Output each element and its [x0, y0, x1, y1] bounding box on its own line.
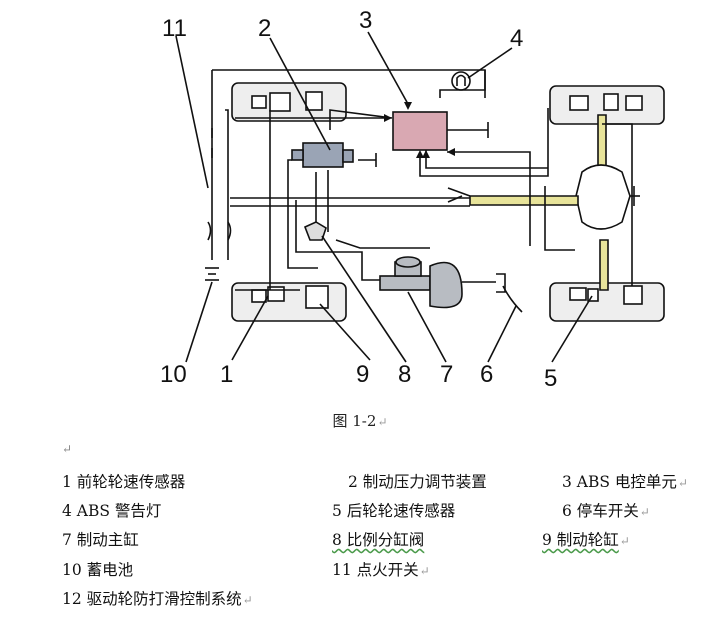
proportioning-valve: [303, 221, 327, 241]
figure-caption: 图 1-2↵: [332, 412, 388, 430]
legend-item-9: 9 制动轮缸↵: [542, 531, 630, 549]
abs-ecu-box: [392, 111, 448, 151]
legend-item-3: 3 ABS 电控单元↵: [562, 473, 688, 491]
legend-item-7: 7 制动主缸: [62, 531, 139, 549]
legend-item-10: 10 蓄电池: [62, 561, 134, 579]
legend-item-6: 6 停车开关↵: [562, 502, 650, 520]
callout-7: 7: [440, 361, 453, 388]
abs-system-diagram: 11 2 3 4 10 1 9 8 7 6 5: [160, 7, 665, 392]
abs-warning-lamp: [451, 71, 471, 91]
master-cylinder: [379, 256, 523, 313]
callout-2: 2: [258, 15, 271, 42]
front-left-wheel: [231, 82, 347, 122]
callout-1: 1: [220, 361, 233, 388]
callout-8: 8: [398, 361, 411, 388]
battery: [205, 267, 219, 281]
paragraph-mark: ↵: [62, 442, 73, 456]
front-right-wheel: [549, 85, 665, 125]
callout-3: 3: [359, 7, 372, 34]
pressure-modulator: [291, 142, 377, 168]
callout-5: 5: [544, 365, 557, 392]
rear-left-wheel: [231, 282, 347, 322]
drive-axle: [469, 114, 640, 291]
callout-11: 11: [162, 15, 187, 42]
callout-6: 6: [480, 361, 493, 388]
callout-10: 10: [160, 361, 187, 388]
legend-item-4: 4 ABS 警告灯: [62, 502, 162, 520]
legend-item-8: 8 比例分缸阀: [332, 531, 425, 549]
legend-item-12: 12 驱动轮防打滑控制系统↵: [62, 590, 253, 608]
callout-4: 4: [510, 25, 523, 52]
legend-item-1: 1 前轮轮速传感器: [62, 473, 186, 491]
rear-right-wheel: [549, 282, 665, 322]
callout-9: 9: [356, 361, 369, 388]
arrowheads: [384, 102, 455, 158]
legend-item-5: 5 后轮轮速传感器: [332, 502, 456, 520]
legend-item-11: 11 点火开关↵: [332, 561, 430, 579]
legend-item-2: 2 制动压力调节装置: [348, 473, 487, 491]
